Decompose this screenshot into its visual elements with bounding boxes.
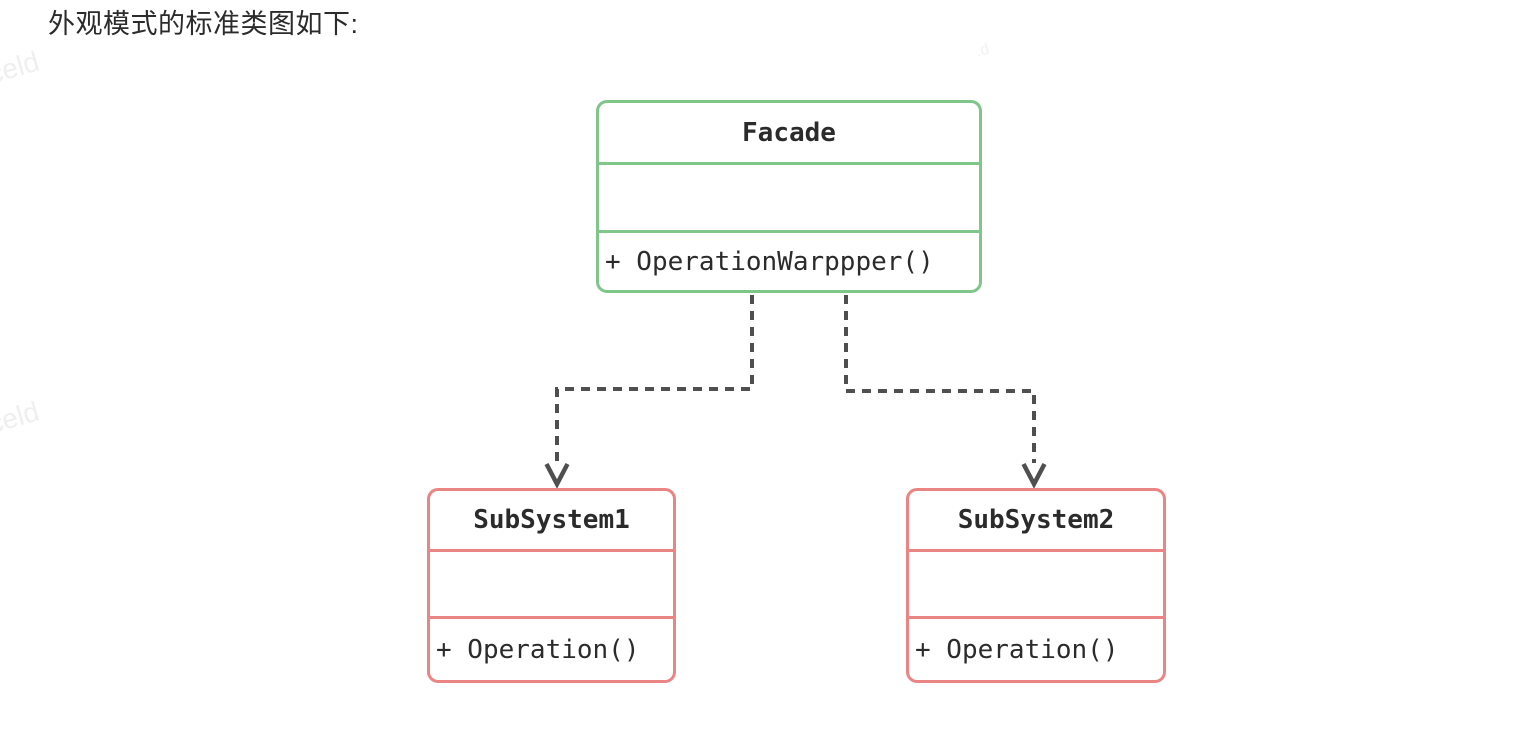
dashed-connector-line (555, 295, 754, 463)
class-attributes-subsystem1 (430, 549, 673, 616)
class-box-facade: Facade + OperationWarppper() (596, 100, 982, 293)
class-method-facade: + OperationWarppper() (599, 230, 979, 290)
class-name-subsystem1: SubSystem1 (473, 505, 630, 535)
class-attributes-subsystem2 (909, 549, 1163, 616)
arrow-facade-to-subsystem2 (844, 295, 1047, 489)
dashed-connector-line (844, 295, 1036, 463)
arrowhead-icon (544, 462, 570, 489)
class-box-subsystem1: SubSystem1 + Operation() (427, 488, 676, 683)
arrow-facade-to-subsystem1 (544, 295, 754, 489)
class-method-subsystem1: + Operation() (430, 616, 673, 680)
class-method-subsystem2: + Operation() (909, 616, 1163, 680)
watermark-fragment: .d (973, 40, 992, 61)
class-name-subsystem2: SubSystem2 (957, 505, 1115, 535)
class-attributes-facade (599, 162, 979, 230)
page-title: 外观模式的标准类图如下: (48, 9, 359, 39)
class-name-facade: Facade (742, 117, 836, 148)
arrowhead-icon (1021, 462, 1047, 489)
class-box-subsystem2: SubSystem2 + Operation() (906, 488, 1166, 683)
watermark-text: celd (0, 395, 43, 440)
watermark-text: celd (0, 45, 43, 90)
